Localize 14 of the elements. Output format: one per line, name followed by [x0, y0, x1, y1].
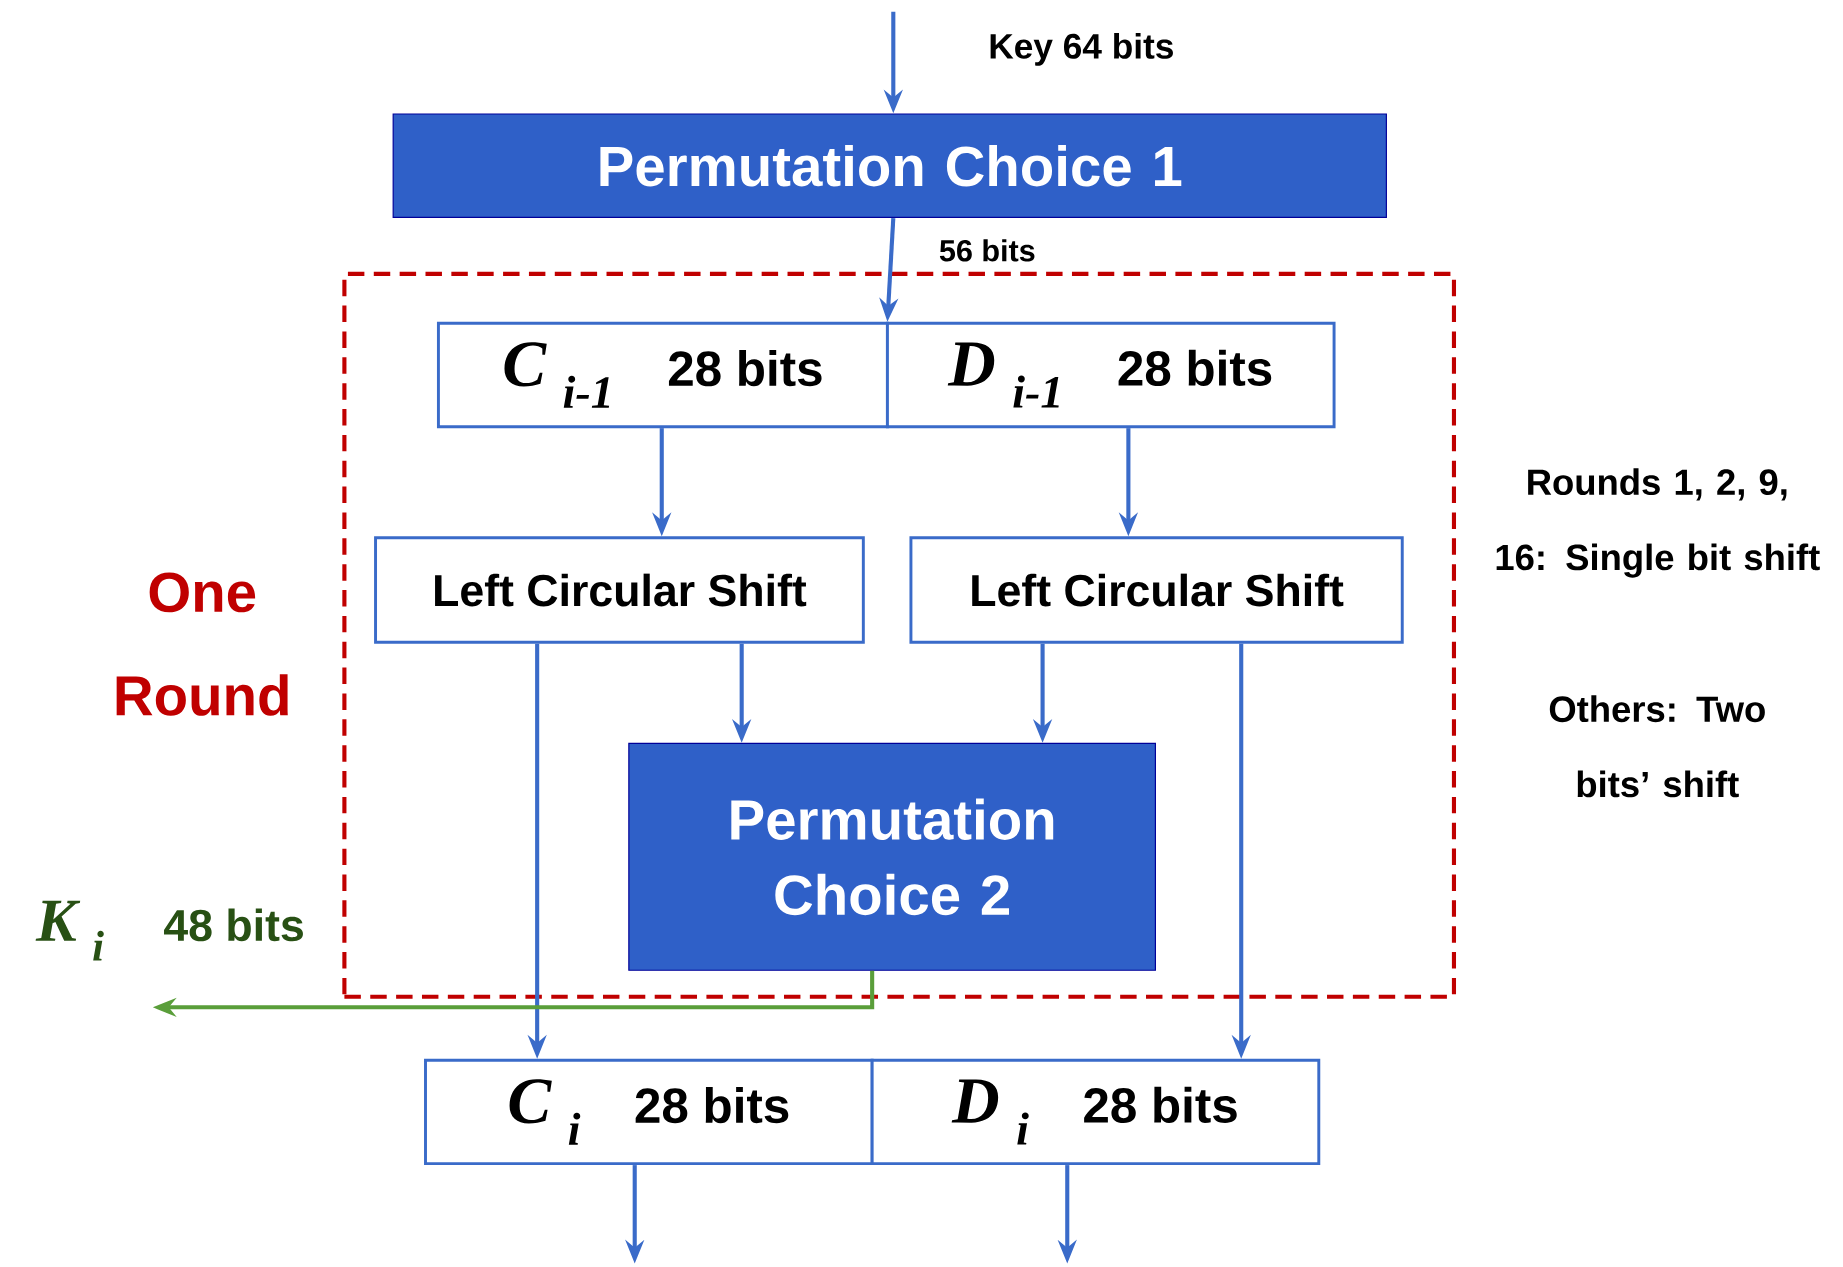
note-text: Rounds 1, 2, 9, 16: Single bit shift: [1496, 468, 1820, 578]
process-box: Left Circular Shift: [374, 536, 865, 644]
register-box: C $_{i}$ 28 bits: [424, 1058, 874, 1166]
edge-label: Key 64 bits: [990, 32, 1173, 66]
frame-title: One Round: [116, 572, 288, 716]
edge-label: 56 bits: [939, 239, 1035, 262]
register-box: D $_{i}$ 28 bits: [870, 1058, 1321, 1166]
key-label: K $_{i}$ 48 bits: [35, 900, 303, 961]
process-box: Permutation Choice 2: [628, 742, 1156, 971]
register-box: D $_{i-1}$ 28 bits: [885, 321, 1336, 429]
register-box: C $_{i-1}$ 28 bits: [436, 321, 889, 429]
process-box: Left Circular Shift: [909, 536, 1404, 644]
note-text: Others: Two bits’ shift: [1549, 695, 1765, 798]
process-box: Permutation Choice 1: [392, 113, 1387, 218]
